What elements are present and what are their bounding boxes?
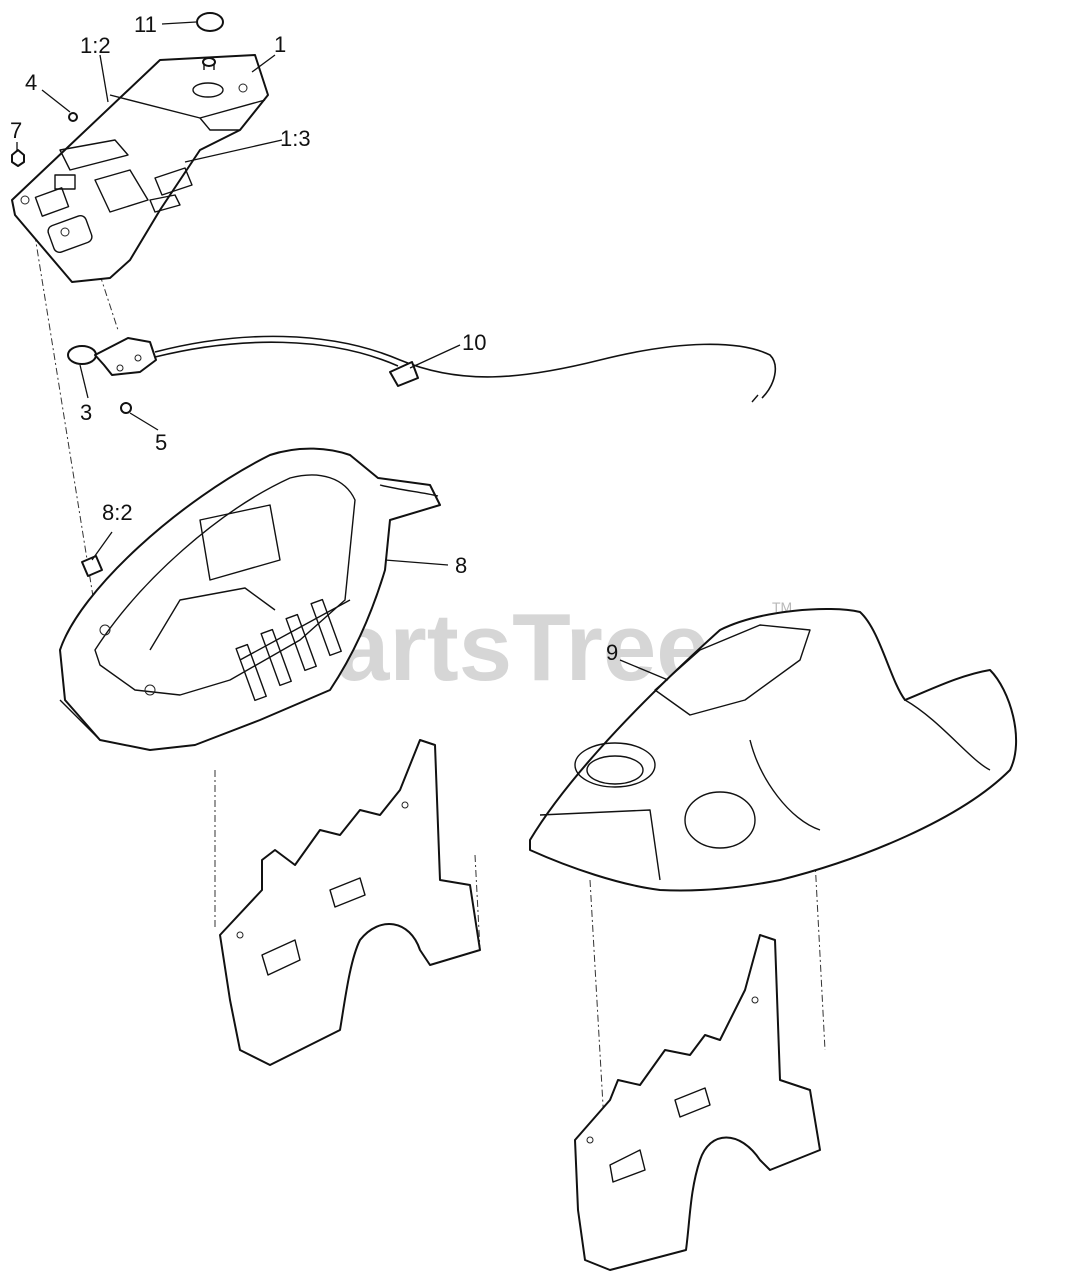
part-clip-8-2[interactable] xyxy=(81,555,103,577)
callout-1-2: 1:2 xyxy=(80,33,111,58)
alignment-lines xyxy=(29,204,826,1141)
part-console[interactable] xyxy=(529,608,1018,892)
callout-1: 1 xyxy=(274,32,286,57)
part-nut[interactable] xyxy=(11,149,25,167)
callout-10: 10 xyxy=(462,330,486,355)
part-lever[interactable] xyxy=(67,337,157,376)
part-control-panel[interactable] xyxy=(11,54,269,283)
part-fender[interactable] xyxy=(59,447,441,751)
callout-7: 7 xyxy=(10,118,22,143)
callout-4: 4 xyxy=(25,70,37,95)
part-bracket-plate-right[interactable] xyxy=(574,934,821,1271)
callout-11: 11 xyxy=(134,12,157,37)
callouts: 11 1:2 1 4 7 1:3 10 3 5 8:2 8 9 xyxy=(10,12,618,665)
callout-8: 8 xyxy=(455,553,467,578)
part-screw[interactable] xyxy=(68,112,78,122)
callout-8-2: 8:2 xyxy=(102,500,133,525)
part-cap[interactable] xyxy=(196,12,224,70)
part-nut-5[interactable] xyxy=(120,402,132,414)
callout-1-3: 1:3 xyxy=(280,126,311,151)
callout-5: 5 xyxy=(155,430,167,455)
part-bracket-plate-left[interactable] xyxy=(219,739,481,1066)
leader-lines xyxy=(16,21,669,681)
callout-3: 3 xyxy=(80,400,92,425)
callout-9: 9 xyxy=(606,640,618,665)
